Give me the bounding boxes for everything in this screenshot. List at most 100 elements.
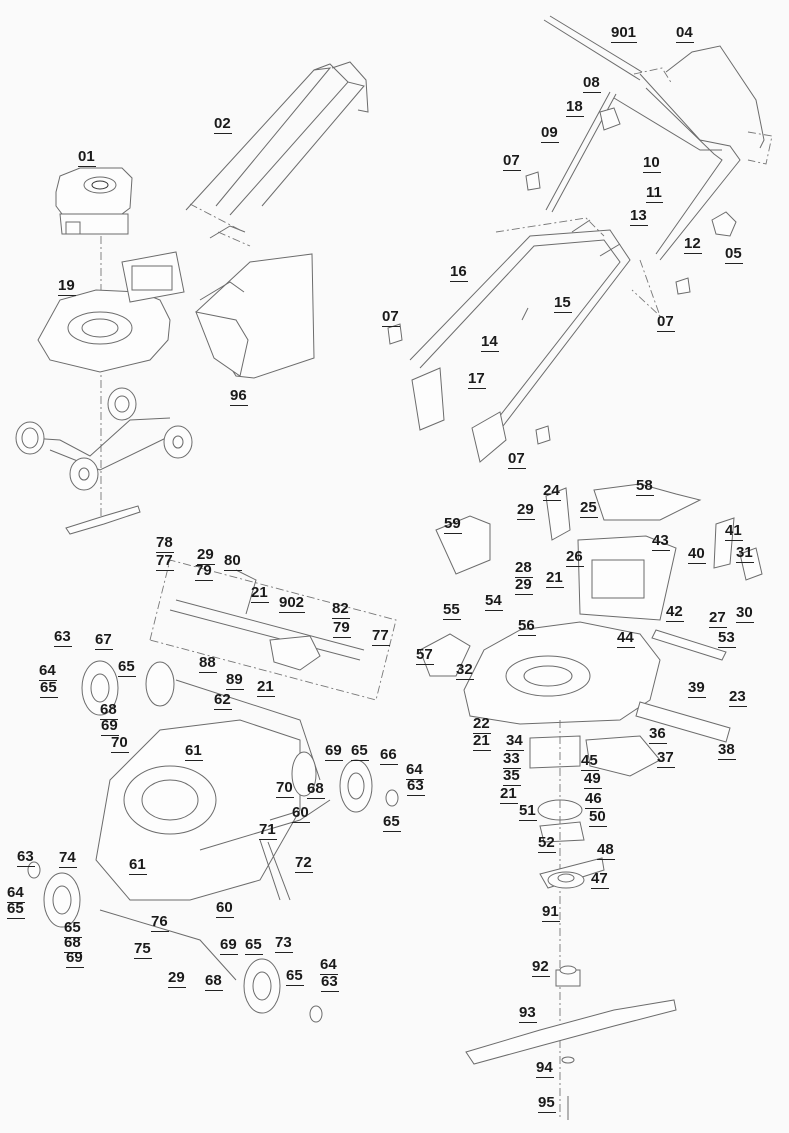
part-label: 63: [321, 973, 339, 992]
part-label: 65: [286, 967, 304, 986]
part-label: 09: [541, 124, 559, 143]
part-label: 44: [617, 629, 635, 648]
part-label: 55: [443, 601, 461, 620]
part-label: 45: [581, 752, 599, 771]
part-label: 64: [320, 956, 338, 975]
part-label: 04: [676, 24, 694, 43]
part-label: 26: [566, 548, 584, 567]
part-label: 07: [382, 308, 400, 327]
part-label: 63: [407, 777, 425, 796]
part-label: 29: [197, 546, 215, 565]
part-label: 75: [134, 940, 152, 959]
part-label: 63: [54, 628, 72, 647]
part-label: 14: [481, 333, 499, 352]
part-label: 60: [216, 899, 234, 918]
part-label: 65: [7, 900, 25, 919]
part-label: 76: [151, 913, 169, 932]
lower-handle-drawing: [387, 217, 661, 463]
part-label: 62: [214, 691, 232, 710]
part-label: 21: [251, 584, 269, 603]
part-label: 21: [257, 678, 275, 697]
part-label: 30: [736, 604, 754, 623]
part-label: 46: [585, 790, 603, 809]
part-label: 88: [199, 654, 217, 673]
upper-handle-drawing: [525, 15, 773, 295]
engine-drawing: [55, 167, 133, 520]
part-label: 39: [688, 679, 706, 698]
part-label: 58: [636, 477, 654, 496]
part-label: 23: [729, 688, 747, 707]
part-label: 21: [546, 569, 564, 588]
part-label: 38: [718, 741, 736, 760]
part-label: 94: [536, 1059, 554, 1078]
part-label: 902: [279, 594, 306, 613]
part-label: 40: [688, 545, 706, 564]
part-label: 27: [709, 609, 727, 628]
part-label: 66: [380, 746, 398, 765]
part-label: 57: [416, 646, 434, 665]
part-label: 34: [506, 732, 524, 751]
part-label: 80: [224, 552, 242, 571]
part-label: 13: [630, 207, 648, 226]
part-label: 69: [220, 936, 238, 955]
part-label: 60: [292, 804, 310, 823]
part-label: 19: [58, 277, 76, 296]
part-label: 77: [372, 627, 390, 646]
wheels-overview-drawing: [15, 387, 193, 491]
part-label: 29: [515, 576, 533, 595]
part-label: 65: [383, 813, 401, 832]
part-label: 65: [245, 936, 263, 955]
handle-assembly-drawing: [185, 61, 369, 247]
part-label: 10: [643, 154, 661, 173]
part-label: 59: [444, 515, 462, 534]
part-label: 07: [657, 313, 675, 332]
part-label: 07: [508, 450, 526, 469]
part-label: 52: [538, 834, 556, 853]
part-label: 36: [649, 725, 667, 744]
part-label: 93: [519, 1004, 537, 1023]
deck-drawing: [37, 251, 185, 373]
part-label: 901: [611, 24, 638, 43]
part-label: 05: [725, 245, 743, 264]
part-label: 47: [591, 870, 609, 889]
part-label: 50: [589, 808, 607, 827]
part-label: 29: [168, 969, 186, 988]
part-label: 64: [7, 884, 25, 903]
part-label: 69: [325, 742, 343, 761]
part-label: 12: [684, 235, 702, 254]
part-label: 29: [517, 501, 535, 520]
part-label: 69: [101, 717, 119, 736]
part-label: 48: [597, 841, 615, 860]
part-label: 32: [456, 661, 474, 680]
part-label: 65: [118, 658, 136, 677]
part-label: 73: [275, 934, 293, 953]
part-label: 56: [518, 617, 536, 636]
part-label: 31: [736, 544, 754, 563]
part-label: 71: [259, 821, 277, 840]
part-label: 24: [543, 482, 561, 501]
part-label: 21: [473, 732, 491, 751]
part-label: 35: [503, 767, 521, 786]
part-label: 63: [17, 848, 35, 867]
part-label: 78: [156, 534, 174, 553]
part-label: 70: [111, 734, 129, 753]
part-label: 95: [538, 1094, 556, 1113]
part-label: 82: [332, 600, 350, 619]
part-label: 01: [78, 148, 96, 167]
part-label: 25: [580, 499, 598, 518]
part-label: 65: [40, 679, 58, 698]
part-label: 53: [718, 629, 736, 648]
part-label: 69: [66, 949, 84, 968]
part-label: 68: [100, 701, 118, 720]
part-label: 67: [95, 631, 113, 650]
part-label: 61: [129, 856, 147, 875]
part-label: 22: [473, 715, 491, 734]
part-label: 16: [450, 263, 468, 282]
part-label: 02: [214, 115, 232, 134]
part-label: 15: [554, 294, 572, 313]
part-label: 92: [532, 958, 550, 977]
part-label: 42: [666, 603, 684, 622]
part-label: 65: [64, 919, 82, 938]
part-label: 72: [295, 854, 313, 873]
